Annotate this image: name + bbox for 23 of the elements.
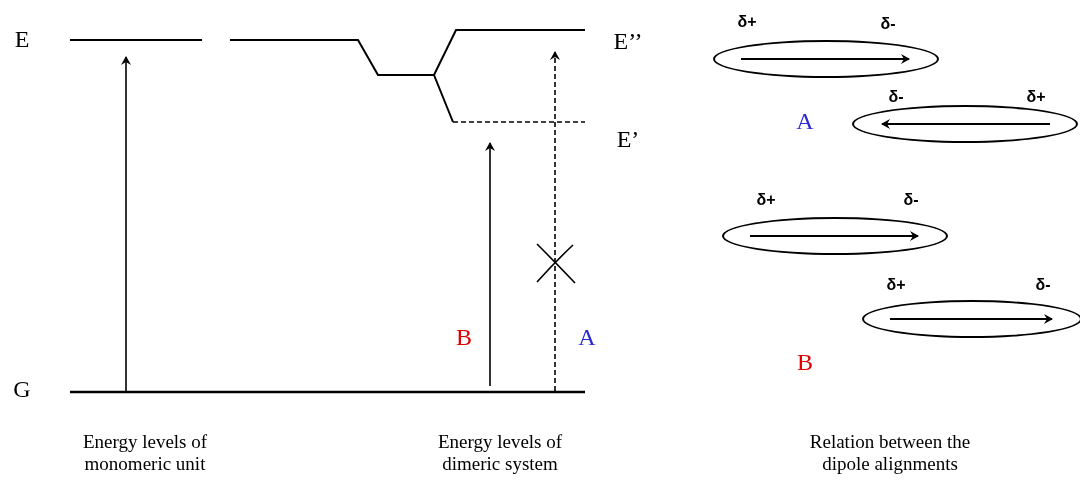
alignment-label: A [578,324,596,352]
alignment-label: B [797,349,813,377]
energy-level-label: E’ [616,126,640,154]
charge-label: δ+ [756,191,776,209]
dipole-ellipse [852,105,1078,143]
dipole-ellipse [713,40,939,78]
charge-label: δ+ [737,13,757,31]
charge-label: δ+ [886,276,906,294]
axis-caption: Relation between the dipole alignments [808,431,972,475]
axis-caption: Energy levels of dimeric system [436,431,564,475]
charge-label: δ+ [1026,88,1046,106]
charge-label: δ- [888,88,904,106]
dipole-ellipse [862,300,1080,338]
charge-label: δ- [903,191,919,209]
charge-label: δ- [1035,276,1051,294]
energy-level-label: E’’ [613,28,643,56]
charge-label: δ- [880,15,896,33]
dipole-ellipse [722,217,948,255]
energy-level-label: G [13,376,31,404]
alignment-label: A [796,108,814,136]
energy-level-label: E [14,26,30,54]
axis-caption: Energy levels of monomeric unit [81,431,209,475]
alignment-label: B [456,324,472,352]
